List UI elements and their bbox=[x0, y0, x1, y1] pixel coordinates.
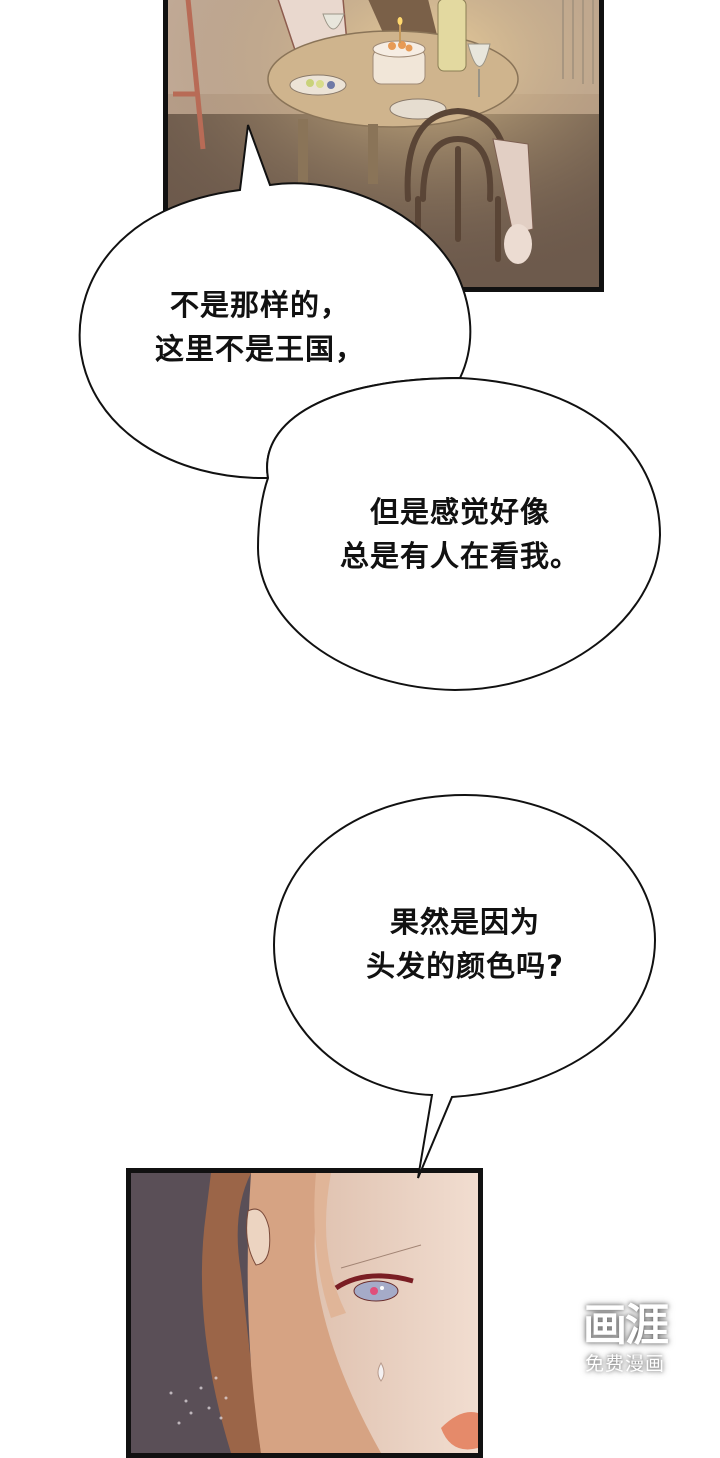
panel-dinner-scene bbox=[163, 0, 604, 292]
bubble-3-line-1: 果然是因为 bbox=[389, 905, 540, 939]
watermark-subtitle: 免费漫画 bbox=[584, 1353, 665, 1375]
face-closeup-illustration bbox=[131, 1173, 478, 1453]
bubble-1-line-1: 不是那样的， bbox=[169, 288, 350, 322]
speech-bubble-2-text: 但是感觉好像 总是有人在看我。 bbox=[300, 490, 620, 578]
speech-bubble-3-text: 果然是因为 头发的颜色吗? bbox=[320, 900, 610, 988]
dinner-scene-illustration bbox=[168, 0, 599, 287]
panel-face-closeup: 揸揸 bbox=[126, 1168, 483, 1458]
site-watermark: 画涯 免费漫画 bbox=[560, 1300, 690, 1376]
bubble-3-line-2: 头发的颜色吗? bbox=[366, 949, 564, 983]
bubble-1-line-2: 这里不是王国， bbox=[154, 332, 365, 366]
bubble-2-line-2: 总是有人在看我。 bbox=[339, 539, 580, 573]
bubble-2-line-1: 但是感觉好像 bbox=[369, 495, 550, 529]
watermark-logo: 画涯 bbox=[583, 1300, 669, 1351]
speech-bubble-1-text: 不是那样的， 这里不是王国， bbox=[130, 283, 390, 371]
